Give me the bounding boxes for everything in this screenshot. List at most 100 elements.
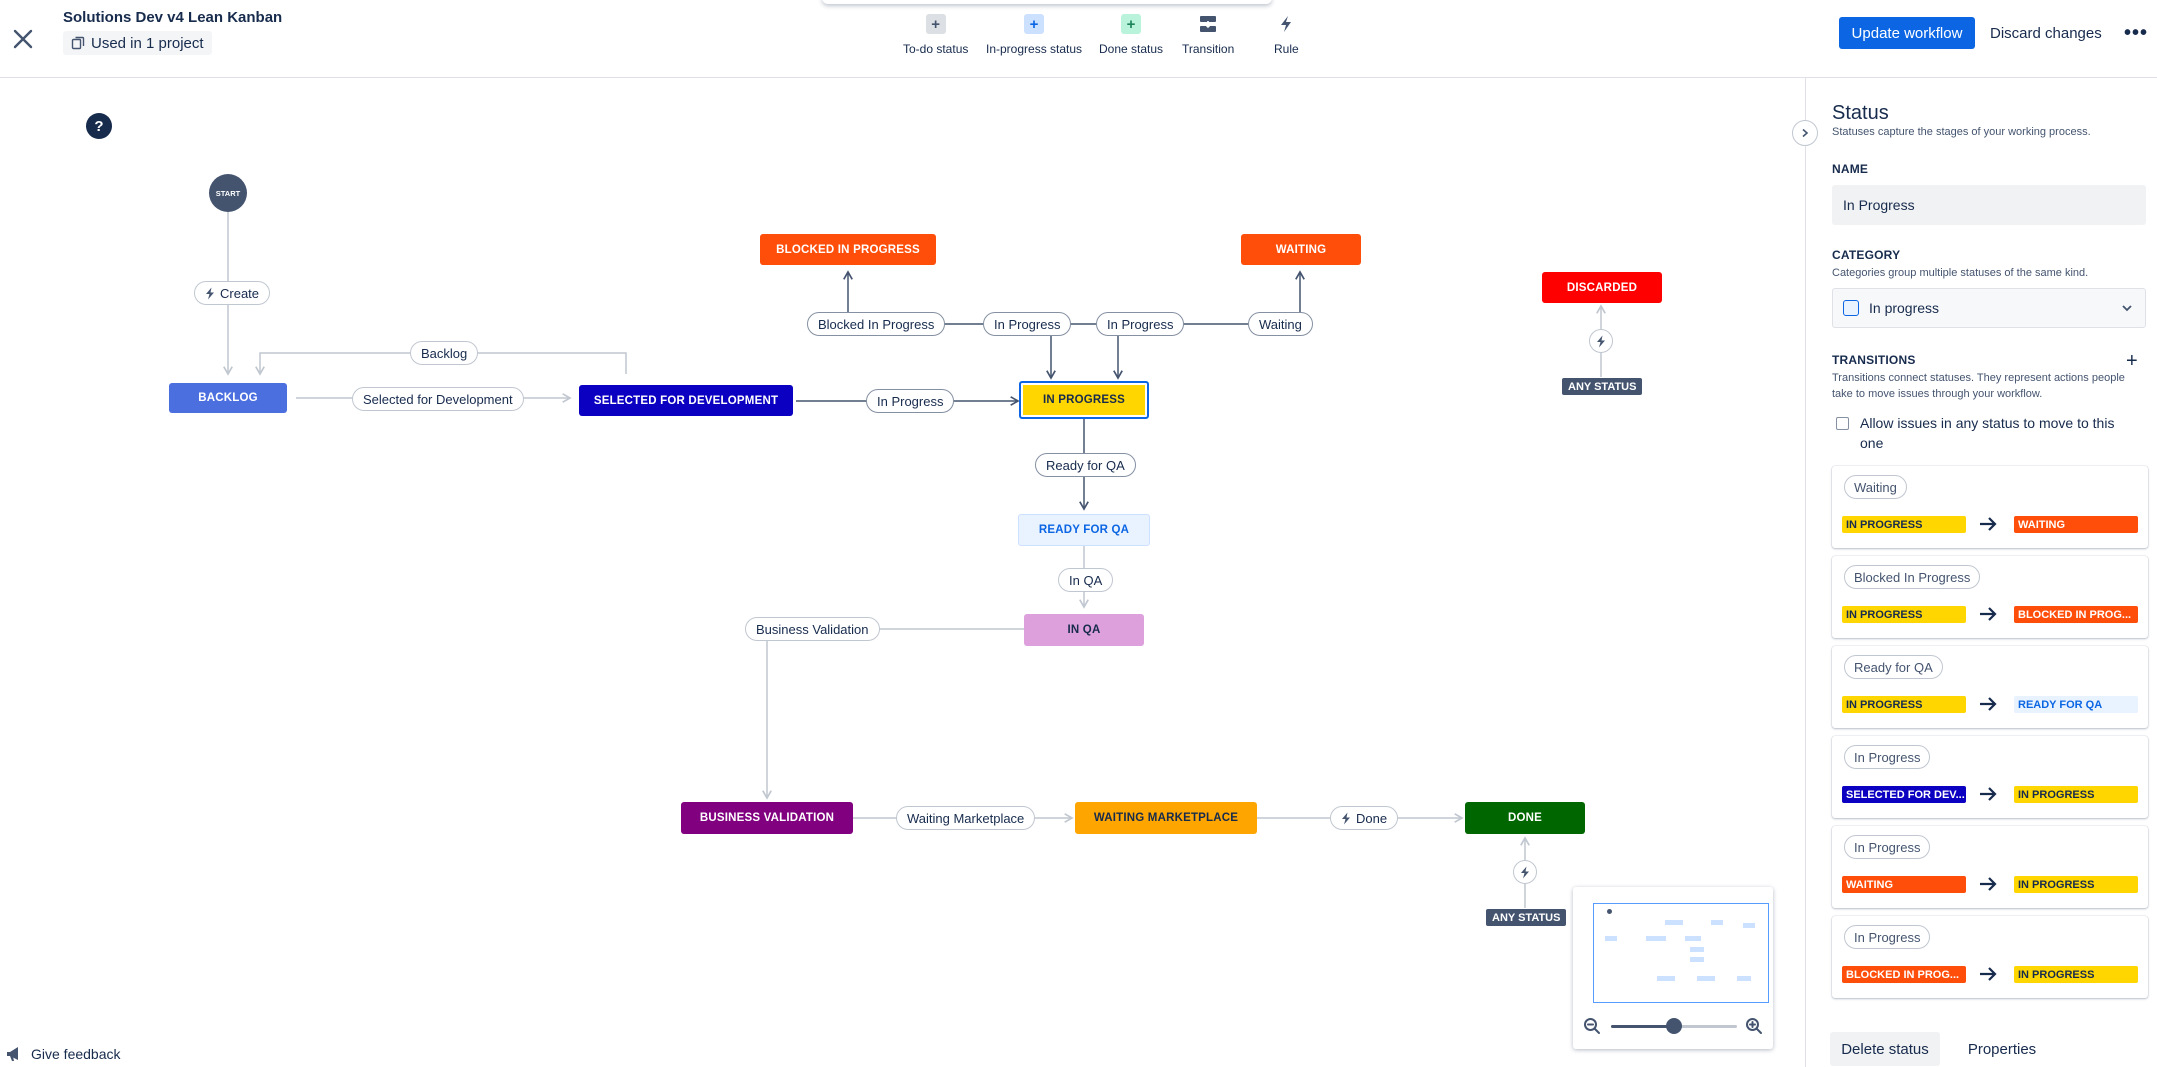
- transition-backlog[interactable]: Backlog: [410, 341, 479, 365]
- transition-card-from-status: SELECTED FOR DEV...: [1842, 786, 1966, 803]
- zoom-slider-fill: [1611, 1025, 1673, 1028]
- minimap[interactable]: [1573, 887, 1773, 1049]
- minimap-block: [1685, 936, 1701, 941]
- status-done[interactable]: DONE: [1465, 802, 1585, 834]
- transition-create[interactable]: Create: [194, 281, 271, 305]
- transition-business-validation[interactable]: Business Validation: [745, 617, 880, 641]
- minimap-viewport[interactable]: [1593, 903, 1769, 1003]
- category-value: In progress: [1869, 300, 1940, 316]
- global-transition-bolt-icon[interactable]: [1513, 860, 1537, 884]
- transition-card-name: Ready for QA: [1844, 655, 1943, 679]
- editor-header: Solutions Dev v4 Lean Kanban Used in 1 p…: [0, 0, 2157, 78]
- minimap-block: [1697, 976, 1715, 981]
- status-selected-for-development[interactable]: SELECTED FOR DEVELOPMENT: [579, 385, 793, 416]
- zoom-control: [1581, 1015, 1765, 1037]
- transition-card-to-status: IN PROGRESS: [2014, 876, 2138, 893]
- add-transition-plus-icon[interactable]: +: [2126, 350, 2138, 372]
- add-inprogress-status-button[interactable]: + In-progress status: [986, 14, 1082, 56]
- transition-card[interactable]: Blocked In Progress IN PROGRESS BLOCKED IN…: [1832, 556, 2148, 638]
- status-business-validation[interactable]: BUSINESS VALIDATION: [681, 802, 853, 834]
- used-in-projects-button[interactable]: Used in 1 project: [63, 31, 212, 55]
- used-in-label: Used in 1 project: [91, 34, 204, 52]
- start-node[interactable]: START: [209, 174, 247, 212]
- transition-waiting[interactable]: Waiting: [1248, 312, 1313, 336]
- transition-card-from-status: IN PROGRESS: [1842, 696, 1966, 713]
- give-feedback-label: Give feedback: [31, 1046, 121, 1062]
- allow-any-status-checkbox-row[interactable]: Allow issues in any status to move to th…: [1836, 413, 2136, 453]
- close-icon[interactable]: [6, 22, 40, 56]
- transition-card-from-status: IN PROGRESS: [1842, 606, 1966, 623]
- add-rule-button[interactable]: Rule: [1274, 14, 1299, 56]
- discard-changes-button[interactable]: Discard changes: [1990, 24, 2102, 42]
- add-todo-status-button[interactable]: + To-do status: [903, 14, 968, 56]
- status-discarded[interactable]: DISCARDED: [1542, 272, 1662, 303]
- transition-in-progress[interactable]: In Progress: [866, 389, 955, 413]
- status-backlog[interactable]: BACKLOG: [169, 383, 287, 413]
- plus-icon: +: [1024, 14, 1045, 34]
- transitions-description-line-1: Transitions connect statuses. They repre…: [1832, 372, 2125, 384]
- zoom-slider-handle[interactable]: [1666, 1018, 1682, 1034]
- minimap-block: [1743, 923, 1755, 928]
- transition-card-name: In Progress: [1844, 835, 1931, 859]
- any-status-badge: ANY STATUS: [1486, 909, 1567, 926]
- minimap-block: [1665, 920, 1683, 925]
- transition-card-name: In Progress: [1844, 925, 1931, 949]
- transition-done[interactable]: Done: [1330, 806, 1399, 830]
- status-in-progress[interactable]: IN PROGRESS: [1019, 381, 1149, 419]
- allow-any-status-checkbox[interactable]: [1836, 417, 1849, 430]
- add-done-status-button[interactable]: + Done status: [1099, 14, 1163, 56]
- minimap-block: [1711, 920, 1723, 925]
- more-actions-button[interactable]: •••: [2123, 21, 2148, 44]
- status-waiting-marketplace[interactable]: WAITING MARKETPLACE: [1075, 802, 1257, 834]
- arrow-right-icon: [1980, 787, 1997, 801]
- status-in-qa[interactable]: IN QA: [1024, 614, 1144, 646]
- any-status-badge: ANY STATUS: [1562, 378, 1643, 395]
- transition-waiting-marketplace[interactable]: Waiting Marketplace: [896, 806, 1036, 830]
- minimap-block: [1657, 976, 1675, 981]
- category-select[interactable]: In progress: [1832, 288, 2146, 328]
- add-transition-button[interactable]: Transition: [1182, 14, 1234, 56]
- transition-card-name: Blocked In Progress: [1844, 565, 1981, 589]
- transition-in-qa[interactable]: In QA: [1058, 568, 1114, 592]
- allow-any-status-label: Allow issues in any status to move to th…: [1860, 413, 2114, 453]
- status-waiting[interactable]: WAITING: [1241, 234, 1361, 265]
- panel-footer: Delete status Properties: [1806, 1022, 2157, 1067]
- chevron-right-icon: [1802, 128, 1809, 138]
- transition-blocked-in-progress[interactable]: Blocked In Progress: [807, 312, 946, 336]
- give-feedback-link[interactable]: Give feedback: [5, 1045, 121, 1063]
- help-icon[interactable]: ?: [86, 113, 112, 139]
- zoom-out-icon[interactable]: [1583, 1017, 1601, 1035]
- tool-label: In-progress status: [986, 42, 1083, 56]
- zoom-in-icon[interactable]: [1745, 1017, 1763, 1035]
- category-description: Categories group multiple statuses of th…: [1832, 267, 2089, 279]
- status-blocked-in-progress[interactable]: BLOCKED IN PROGRESS: [760, 234, 936, 265]
- transition-card-from-status: IN PROGRESS: [1842, 516, 1966, 533]
- properties-button[interactable]: Properties: [1967, 1040, 2037, 1058]
- transition-card-to-status: IN PROGRESS: [2014, 966, 2138, 983]
- allow-any-label-line-2: one: [1860, 435, 1884, 451]
- transition-card-to-status: BLOCKED IN PROG...: [2014, 606, 2138, 623]
- delete-status-button[interactable]: Delete status: [1830, 1032, 1940, 1066]
- status-ready-for-qa[interactable]: READY FOR QA: [1018, 514, 1150, 546]
- minimap-block: [1605, 936, 1617, 941]
- minimap-block: [1690, 957, 1704, 962]
- transition-card-from-status: BLOCKED IN PROG...: [1842, 966, 1966, 983]
- tool-label: Done status: [1099, 42, 1164, 56]
- transition-selected-for-development[interactable]: Selected for Development: [352, 387, 524, 411]
- transition-ready-for-qa[interactable]: Ready for QA: [1035, 453, 1136, 477]
- collapse-panel-button[interactable]: [1792, 120, 1818, 146]
- status-name-field[interactable]: In Progress: [1832, 185, 2146, 225]
- transition-in-progress-from-waiting[interactable]: In Progress: [1096, 312, 1185, 336]
- transition-card-to-status: IN PROGRESS: [2014, 786, 2138, 803]
- tool-label: To-do status: [903, 42, 969, 56]
- tool-label: Rule: [1274, 42, 1299, 56]
- update-workflow-button[interactable]: Update workflow: [1839, 17, 1975, 49]
- global-transition-bolt-icon[interactable]: [1589, 329, 1613, 353]
- transition-in-progress-from-blocked[interactable]: In Progress: [983, 312, 1072, 336]
